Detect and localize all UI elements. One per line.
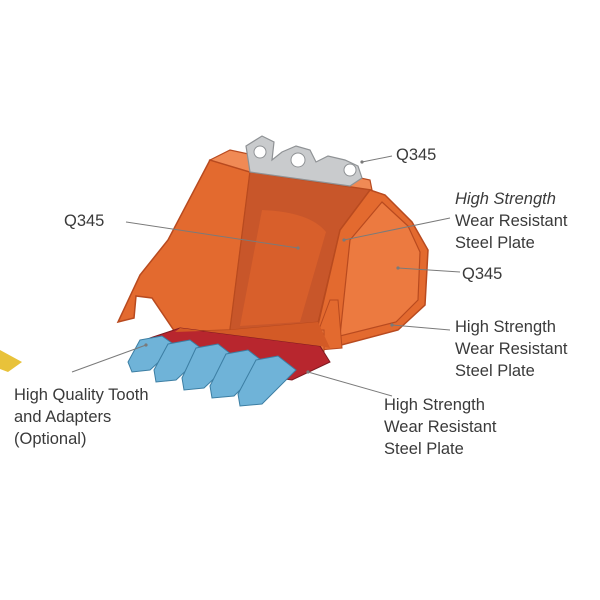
label-teeth-line1: High Quality Tooth: [14, 386, 149, 404]
yellow-partial-object: [0, 350, 22, 372]
label-top-ears: Q345: [396, 144, 436, 166]
label-teeth: High Quality Tooth and Adapters (Optiona…: [14, 384, 149, 450]
label-teeth-line3: (Optional): [14, 430, 87, 448]
bucket-bottom: [175, 322, 330, 348]
leader-inner-left: [125, 221, 299, 249]
leader-side-top: [343, 217, 451, 241]
label-top-ears-text: Q345: [396, 146, 437, 164]
label-cutting-edge-line3: Steel Plate: [384, 440, 464, 458]
label-side-bottom-line3: Steel Plate: [455, 362, 535, 380]
leader-teeth: [71, 344, 147, 373]
label-side-bottom: High Strength Wear Resistant Steel Plate: [455, 316, 568, 382]
leader-side-bottom: [391, 324, 451, 331]
leader-cutting-edge: [307, 371, 393, 397]
label-side-right: Q345: [462, 263, 502, 285]
label-side-right-text: Q345: [462, 265, 503, 283]
leader-top-ears: [361, 155, 393, 163]
tooth-2: [153, 339, 207, 383]
label-side-bottom-line1: High Strength: [455, 318, 556, 336]
label-inner-left: Q345: [64, 210, 104, 232]
leader-lines: [71, 155, 461, 397]
tooth-1: [127, 335, 177, 373]
ear-pin-hole-center: [290, 152, 306, 168]
tooth-3: [181, 343, 237, 391]
ear-pin-hole-right: [343, 163, 357, 177]
label-cutting-edge: High Strength Wear Resistant Steel Plate: [384, 394, 497, 460]
ear-pin-hole-left: [253, 145, 267, 159]
label-side-top-line3: Steel Plate: [455, 234, 535, 252]
bucket-interior-curve: [240, 210, 326, 326]
label-side-top-line2: Wear Resistant: [455, 212, 568, 230]
label-side-top: High Strength Wear Resistant Steel Plate: [455, 188, 568, 254]
tooth-5: [237, 355, 297, 407]
label-side-bottom-line2: Wear Resistant: [455, 340, 568, 358]
tooth-4: [209, 349, 267, 399]
teeth-group: [127, 335, 297, 407]
side-wear-plate: [339, 201, 421, 337]
bucket-left-side: [116, 159, 251, 333]
label-cutting-edge-line2: Wear Resistant: [384, 418, 497, 436]
label-inner-left-text: Q345: [64, 212, 105, 230]
label-cutting-edge-line1: High Strength: [384, 396, 485, 414]
leader-side-right: [397, 267, 461, 273]
label-side-top-line1: High Strength: [455, 190, 556, 208]
label-teeth-line2: and Adapters: [14, 408, 112, 426]
